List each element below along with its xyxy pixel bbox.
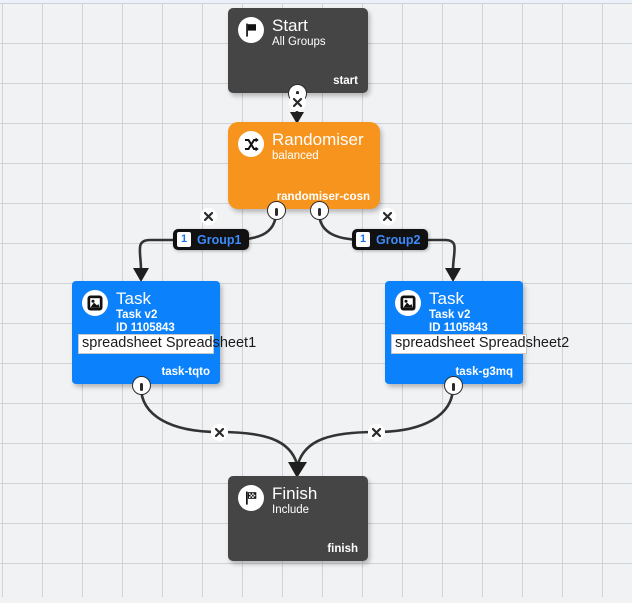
node-task-right-header: Task Task v2 ID 1105843	[395, 289, 488, 335]
close-icon[interactable]	[367, 423, 385, 441]
checkered-flag-icon	[238, 485, 264, 511]
node-task-right[interactable]: Task Task v2 ID 1105843 task-g3mq	[385, 281, 527, 384]
node-task-right-id: ID 1105843	[429, 322, 488, 334]
node-start-tag: start	[333, 75, 358, 87]
task-right-input[interactable]	[391, 334, 527, 354]
node-finish-header: Finish Include	[238, 484, 317, 517]
close-icon[interactable]	[378, 207, 396, 225]
shuffle-icon	[238, 131, 264, 157]
edge-label-group1-text: Group1	[197, 232, 242, 247]
port-randomiser-out-1[interactable]	[266, 200, 286, 220]
task-image-icon	[82, 290, 108, 316]
task-image-icon	[395, 290, 421, 316]
edge-label-group1[interactable]: 1 Group1	[173, 229, 250, 250]
flag-icon	[238, 17, 264, 43]
canvas-top-strip	[0, 0, 632, 3]
close-icon[interactable]	[199, 207, 217, 225]
node-task-left-tag: task-tqto	[161, 366, 210, 378]
node-task-right-tag: task-g3mq	[455, 366, 513, 378]
port-task-right-out[interactable]	[443, 375, 463, 395]
port-task-left-out[interactable]	[131, 375, 151, 395]
node-task-left-subtitle: Task v2	[116, 309, 158, 321]
node-task-left-title: Task	[116, 289, 151, 308]
node-randomiser[interactable]: Randomiser balanced randomiser-cosn	[228, 122, 380, 209]
port-randomiser-out-2[interactable]	[309, 200, 329, 220]
node-randomiser-title: Randomiser	[272, 130, 364, 149]
edge-label-group2-text: Group2	[376, 232, 421, 247]
edge-label-group2-badge: 1	[356, 232, 370, 247]
node-task-left[interactable]: Task Task v2 ID 1105843 task-tqto	[72, 281, 220, 384]
node-finish-subtitle: Include	[272, 504, 310, 516]
edge-label-group1-badge: 1	[177, 232, 191, 247]
node-finish-tag: finish	[327, 543, 358, 555]
node-randomiser-header: Randomiser balanced	[238, 130, 364, 163]
node-start-subtitle: All Groups	[272, 36, 326, 48]
canvas-bottom-strip	[0, 597, 632, 603]
node-start-title: Start	[272, 16, 308, 35]
node-task-right-subtitle: Task v2	[429, 309, 471, 321]
close-icon[interactable]	[210, 423, 228, 441]
node-task-left-id: ID 1105843	[116, 322, 175, 334]
node-task-right-title: Task	[429, 289, 464, 308]
edge-label-group2[interactable]: 1 Group2	[352, 229, 429, 250]
node-finish-title: Finish	[272, 484, 318, 503]
node-randomiser-subtitle: balanced	[272, 150, 319, 162]
close-icon[interactable]	[288, 93, 306, 111]
node-task-left-header: Task Task v2 ID 1105843	[82, 289, 175, 335]
node-randomiser-tag: randomiser-cosn	[276, 191, 370, 203]
task-left-input[interactable]	[78, 334, 214, 354]
node-start-header: Start All Groups	[238, 16, 326, 49]
node-start[interactable]: Start All Groups start	[228, 8, 368, 93]
node-finish[interactable]: Finish Include finish	[228, 476, 368, 561]
